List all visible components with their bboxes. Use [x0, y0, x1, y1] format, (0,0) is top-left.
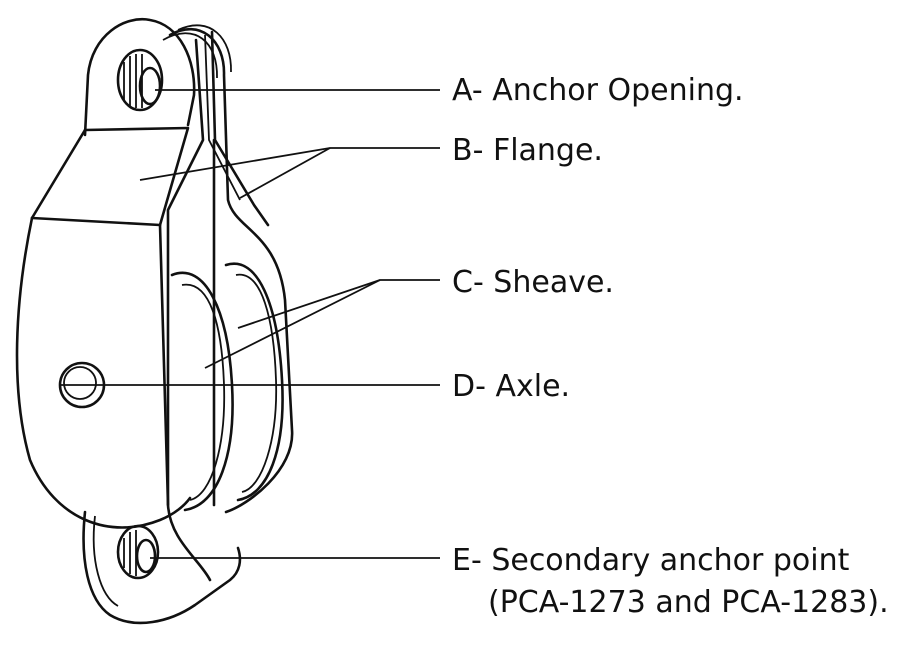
bottom-ear [82, 510, 242, 625]
sheave [170, 262, 284, 512]
label-b: B- Flange. [452, 133, 603, 168]
leader-lines [60, 89, 440, 559]
label-d: D- Axle. [452, 369, 570, 404]
label-e-line1: E- Secondary anchor point [452, 543, 850, 578]
label-a: A- Anchor Opening. [452, 73, 744, 108]
back-side-plate [162, 24, 294, 514]
secondary-anchor-hole [116, 524, 160, 580]
leader-c [204, 279, 440, 369]
label-e-line2: (PCA-1273 and PCA-1283). [488, 585, 889, 620]
anchor-opening [116, 48, 164, 112]
flange [166, 30, 270, 582]
leader-b-2 [239, 147, 331, 199]
leader-c-2 [237, 279, 381, 329]
front-side-plate [15, 17, 196, 529]
label-c: C- Sheave. [452, 265, 614, 300]
